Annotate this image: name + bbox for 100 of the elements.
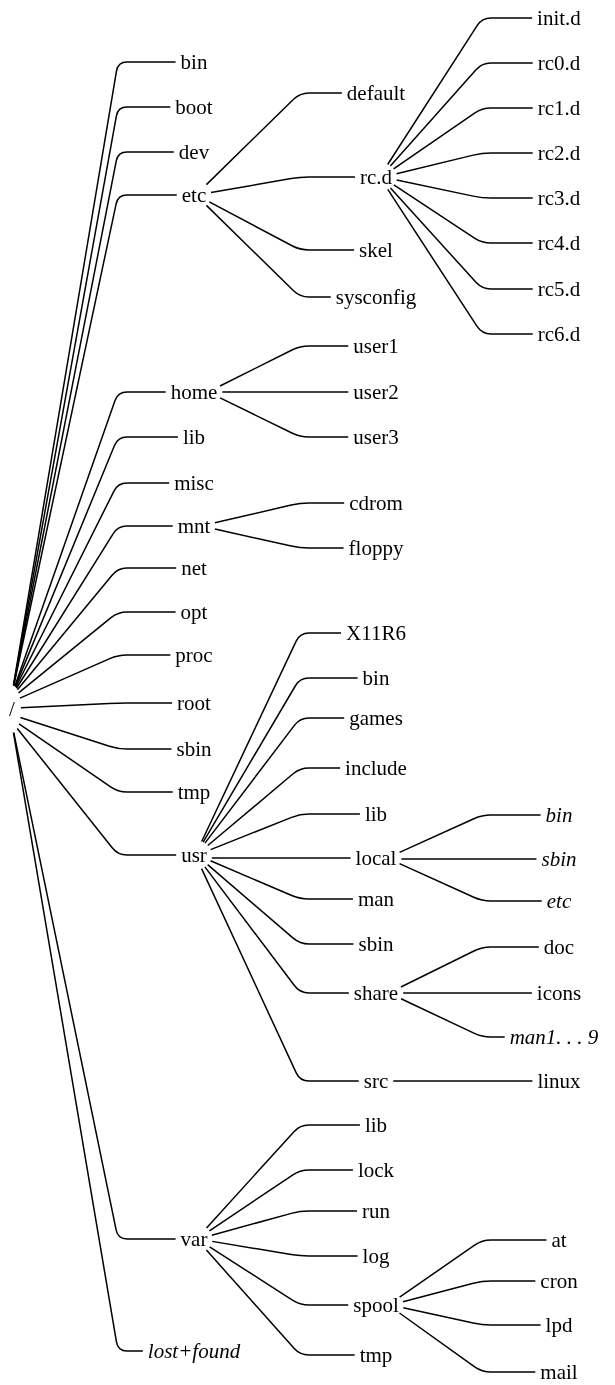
tree-connector (206, 863, 355, 945)
directory-label: etc (181, 183, 207, 207)
directory-label: icons (536, 981, 582, 1005)
tree-connector (400, 858, 538, 860)
directory-label: rc1.d (537, 96, 581, 120)
directory-label: lpd (545, 1313, 573, 1337)
directory-label: lib (364, 802, 388, 826)
directory-label: sbin (541, 847, 577, 871)
tree-connector (211, 1240, 359, 1257)
tree-connector (395, 152, 534, 175)
tree-connector (205, 92, 343, 186)
tree-connector (20, 702, 173, 709)
tree-connector (386, 17, 533, 166)
tree-connector (211, 857, 352, 859)
directory-label: include (345, 756, 407, 780)
directory-label: cron (540, 1269, 578, 1293)
tree-connector (392, 107, 534, 170)
directory-label: user1 (353, 334, 399, 358)
directory-label: floppy (348, 536, 404, 560)
tree-connector (214, 502, 345, 524)
directory-label: man1. . . 9 (509, 1025, 599, 1049)
tree-connector (16, 727, 177, 856)
directory-label: mnt (177, 514, 211, 538)
directory-label: tmp (359, 1343, 393, 1367)
tree-connector (395, 179, 534, 199)
tree-connector (18, 723, 174, 793)
directory-label: root (177, 691, 211, 715)
tree-connector (219, 397, 349, 438)
tree-connector (204, 717, 345, 844)
tree-connector (389, 62, 534, 167)
directory-label: proc (175, 643, 213, 667)
tree-connector (389, 187, 534, 290)
directory-label: sbin (176, 737, 212, 761)
directory-label: user3 (353, 425, 399, 449)
directory-label: X11R6 (346, 621, 406, 645)
directory-label: bin (362, 666, 390, 690)
directory-label: linux (537, 1069, 581, 1093)
directory-label: lib (182, 425, 206, 449)
directory-label: share (353, 981, 399, 1005)
tree-connector (402, 1280, 537, 1303)
directory-label: lib (364, 1113, 388, 1137)
directory-label: boot (175, 95, 213, 119)
directory-label: rc4.d (537, 231, 581, 255)
directory-label: mail (540, 1360, 578, 1384)
tree-connector (398, 1312, 537, 1373)
tree-connector (205, 1249, 356, 1356)
tree-connector (205, 1124, 361, 1229)
tree-connector (400, 946, 540, 988)
tree-connector (210, 176, 356, 194)
directory-label: games (349, 706, 403, 730)
tree-connector (19, 654, 172, 699)
tree-connector (209, 860, 354, 900)
tree-connector (208, 1169, 354, 1232)
tree-connector (214, 528, 345, 549)
directory-label: skel (359, 238, 393, 262)
tree-connector (219, 345, 349, 387)
tree-connector (200, 867, 360, 1082)
tree-connector (211, 1210, 358, 1236)
tree-connector (393, 184, 534, 244)
directory-label: etc (546, 889, 572, 913)
tree-connector (221, 391, 349, 393)
tree-connector (207, 767, 341, 847)
directory-label: lost+found (147, 1339, 241, 1363)
tree-connector (19, 716, 173, 750)
directory-label: net (181, 556, 207, 580)
directory-label: rc3.d (537, 186, 581, 210)
tree-connector (12, 731, 144, 1352)
tree-connector (209, 813, 361, 851)
directory-label: init.d (537, 6, 581, 30)
tree-connector (204, 866, 350, 994)
tree-connector (398, 814, 542, 854)
directory-label: home (170, 380, 218, 404)
directory-label: dev (178, 140, 210, 164)
directory-label: at (551, 1228, 567, 1252)
tree-connector (392, 1080, 534, 1082)
directory-label: lock (357, 1158, 395, 1182)
directory-label: doc (543, 935, 575, 959)
directory-label: misc (174, 471, 214, 495)
tree-connector (208, 201, 355, 251)
directory-label: bin (180, 50, 208, 74)
directory-label: user2 (353, 380, 399, 404)
tree-connector (402, 992, 533, 994)
tree-connector (200, 632, 342, 843)
directory-label: rc2.d (537, 141, 581, 165)
directory-label: rc5.d (537, 277, 581, 301)
directory-label: rc6.d (537, 322, 581, 346)
tree-connector (400, 998, 506, 1038)
tree-connector (13, 731, 177, 1240)
directory-label: rc.d (359, 165, 393, 189)
tree-connector (16, 567, 177, 691)
tree-connector (398, 1239, 548, 1298)
directory-label: src (363, 1069, 389, 1093)
tree-connector (208, 1246, 349, 1306)
tree-connector (402, 1307, 542, 1326)
directory-label: spool (353, 1293, 399, 1317)
directory-label: default (346, 81, 406, 105)
root-directory-label: / (9, 697, 15, 721)
tree-connector (14, 436, 179, 688)
directory-label: var (180, 1227, 208, 1251)
tree-connector (17, 611, 177, 694)
